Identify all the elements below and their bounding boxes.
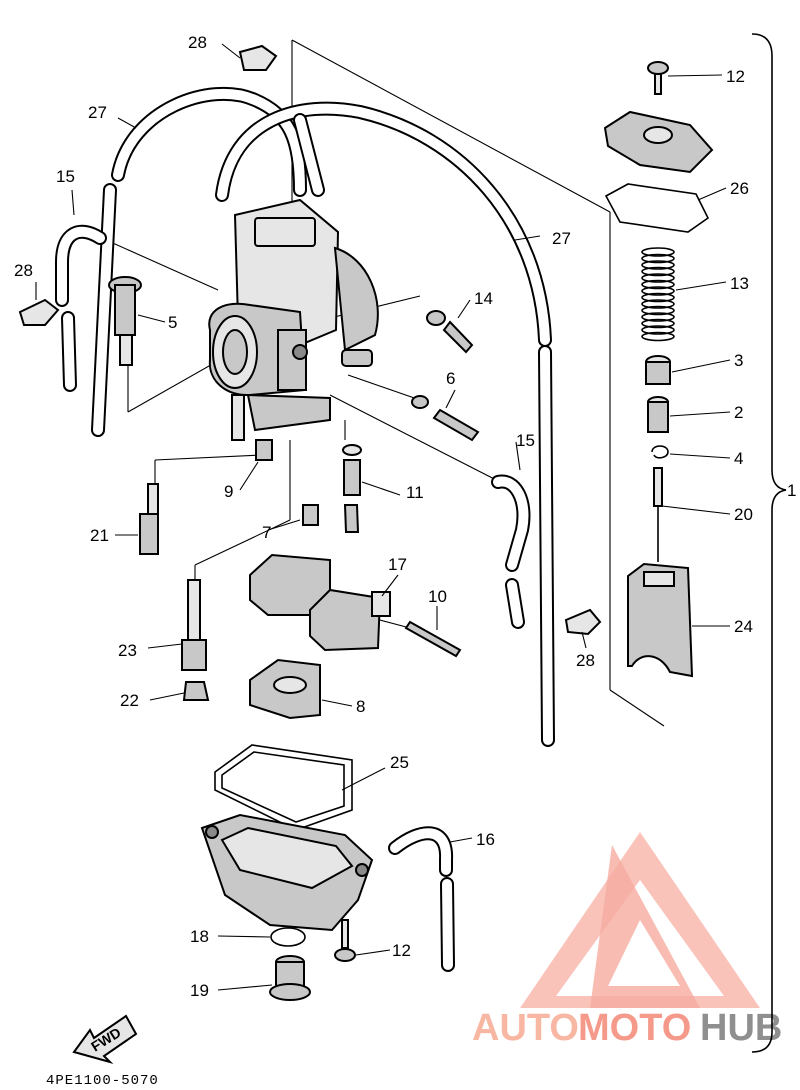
watermark-text-auto: AUTO [472, 1007, 579, 1049]
float-bowl [200, 813, 374, 932]
part-25-gasket [214, 744, 353, 831]
label-16: 16 [476, 830, 495, 849]
label-7: 7 [262, 523, 271, 542]
fwd-arrow-icon: FWD [72, 1014, 138, 1064]
part-28-clip-left [18, 298, 60, 326]
spring-coil [641, 266, 675, 277]
label-4: 4 [734, 449, 743, 468]
part-18-o-ring [270, 927, 306, 947]
label-21: 21 [90, 526, 109, 545]
label-27-right: 27 [552, 229, 571, 248]
label-14: 14 [474, 289, 493, 308]
label-1: 1 [787, 481, 796, 500]
part-19-drain-plug [269, 955, 311, 1001]
label-11: 11 [406, 483, 424, 502]
part-15-left-hose [55, 224, 107, 392]
top-cover [603, 110, 714, 174]
part-13-spring [641, 247, 675, 342]
part-6-screw [411, 395, 480, 442]
part-24-throttle-slide [627, 562, 694, 678]
label-28-left: 28 [14, 261, 33, 280]
part-7-jet [302, 504, 319, 526]
spring-coil [641, 273, 675, 283]
label-24: 24 [734, 617, 753, 636]
watermark-text-moto: MOTO [578, 1007, 691, 1049]
label-19: 19 [190, 981, 209, 1000]
diagram-code: 4PE1100-5070 [46, 1073, 159, 1089]
spring-coil [641, 325, 675, 335]
spring-coil [641, 286, 675, 296]
spring-coil [641, 299, 675, 309]
part-8-baffle [249, 658, 321, 720]
spring-coil [641, 305, 675, 316]
spring-coil [641, 331, 675, 342]
part-2-holder [647, 396, 669, 433]
watermark-text: AUTO MOTO HUB [472, 1007, 782, 1049]
part-22-main-jet [182, 681, 210, 701]
breather-hoses [91, 86, 555, 747]
carburetor-body [208, 198, 379, 441]
label-13: 13 [730, 274, 749, 293]
part-12-top-screw [647, 61, 669, 95]
part-5-plunger [108, 276, 142, 366]
spring-coil [641, 260, 675, 270]
label-8: 8 [356, 697, 365, 716]
part-16-hose [388, 826, 455, 972]
label-28-right: 28 [576, 651, 595, 670]
label-6: 6 [446, 369, 455, 388]
label-20: 20 [734, 505, 753, 524]
spring-coil [641, 318, 675, 329]
part-26-gasket [604, 183, 710, 233]
label-2: 2 [734, 403, 743, 422]
label-10: 10 [428, 587, 447, 606]
label-15-left: 15 [56, 167, 75, 186]
label-25: 25 [390, 753, 409, 772]
label-22: 22 [120, 691, 139, 710]
label-17: 17 [388, 555, 407, 574]
label-26: 26 [730, 179, 749, 198]
part-15-right-hose [491, 474, 531, 629]
part-21-jet [139, 483, 159, 555]
part-12-bottom-screw [334, 919, 356, 962]
label-3: 3 [734, 351, 743, 370]
part-28-clip-top [238, 44, 278, 71]
part-14-screw [426, 310, 474, 354]
part-23-needle-jet [181, 579, 207, 671]
spring-coil [641, 253, 675, 264]
label-27-left: 27 [88, 103, 107, 122]
part-labels: 28 27 15 28 5 14 6 27 15 9 21 7 11 17 10… [14, 33, 796, 1000]
part-17-float [249, 553, 391, 652]
label-12-top: 12 [726, 67, 745, 86]
part-3-cap [645, 355, 671, 385]
part-28-clip-right [564, 608, 602, 636]
part-11-needle-valve [342, 444, 362, 533]
watermark-logo [520, 832, 760, 1008]
label-5: 5 [168, 313, 177, 332]
label-15-right: 15 [516, 431, 535, 450]
part-20-jet-needle [653, 467, 663, 562]
spring-coil [641, 292, 675, 303]
label-28-top: 28 [188, 33, 207, 52]
leader-lines [35, 43, 731, 991]
assembly-bracket [751, 33, 787, 1053]
label-12-bottom: 12 [392, 941, 411, 960]
spring-coil [641, 279, 675, 290]
part-4-clip [651, 445, 669, 459]
spring-coil [641, 247, 675, 257]
spring-coil [641, 312, 675, 322]
label-23: 23 [118, 641, 137, 660]
part-10-pin [404, 620, 462, 658]
label-18: 18 [190, 927, 209, 946]
watermark-text-hub: HUB [700, 1007, 782, 1049]
label-9: 9 [224, 482, 233, 501]
part-9-jet [255, 439, 273, 461]
